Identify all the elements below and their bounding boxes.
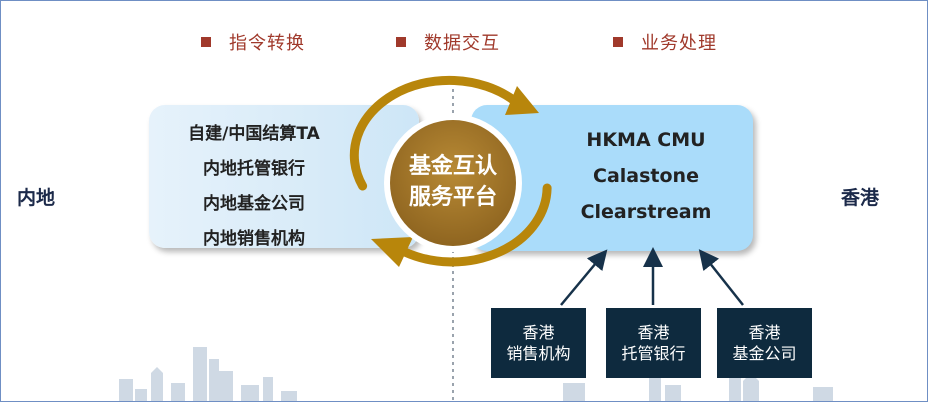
- legend-square-icon: [613, 37, 623, 47]
- hk-party-line: 香港: [637, 323, 670, 342]
- hk-party-line: 基金公司: [732, 344, 797, 363]
- mainland-party-ta: 自建/中国结算TA: [188, 124, 320, 144]
- cycle-arrow-upper: [349, 75, 518, 191]
- legend-label: 指令转换: [229, 33, 305, 54]
- cycle-arrowhead-lower: [371, 237, 413, 267]
- legend-item-business: 业务处理: [613, 31, 717, 54]
- hk-party-custodian: 香港 托管银行: [606, 308, 701, 378]
- hk-system-clearstream: Clearstream: [580, 201, 712, 223]
- mainland-panel: [149, 105, 419, 248]
- platform-title-line2: 服务平台: [409, 184, 497, 210]
- cycle-arrow-lower: [401, 183, 552, 267]
- region-label-hongkong: 香港: [841, 187, 880, 209]
- hk-system-hkma-cmu: HKMA CMU: [586, 129, 706, 151]
- legend-item-instruction: 指令转换: [201, 31, 305, 54]
- hk-party-fund-company: 香港 基金公司: [717, 308, 812, 378]
- link-arrow-distributor: [560, 249, 608, 306]
- platform-circle: [390, 120, 516, 246]
- legend-square-icon: [201, 37, 211, 47]
- hk-party-distributor: 香港 销售机构: [491, 308, 586, 378]
- cycle-arrowhead-upper: [505, 86, 539, 115]
- legend-label: 业务处理: [641, 33, 717, 54]
- platform-title-line1: 基金互认: [409, 153, 497, 179]
- region-label-mainland: 内地: [17, 187, 56, 209]
- link-arrow-fund-company: [698, 249, 744, 306]
- legend-item-data: 数据交互: [396, 31, 500, 54]
- legend-square-icon: [396, 37, 406, 47]
- hk-party-line: 香港: [522, 323, 555, 342]
- hk-system-calastone: Calastone: [593, 165, 699, 187]
- hk-party-line: 销售机构: [506, 344, 571, 363]
- legend-label: 数据交互: [424, 33, 500, 54]
- mainland-party-fund-company: 内地基金公司: [203, 194, 305, 214]
- hk-party-line: 托管银行: [621, 344, 686, 363]
- mainland-party-distributor: 内地销售机构: [203, 229, 305, 249]
- hk-party-line: 香港: [748, 323, 781, 342]
- mainland-party-custodian: 内地托管银行: [203, 159, 305, 179]
